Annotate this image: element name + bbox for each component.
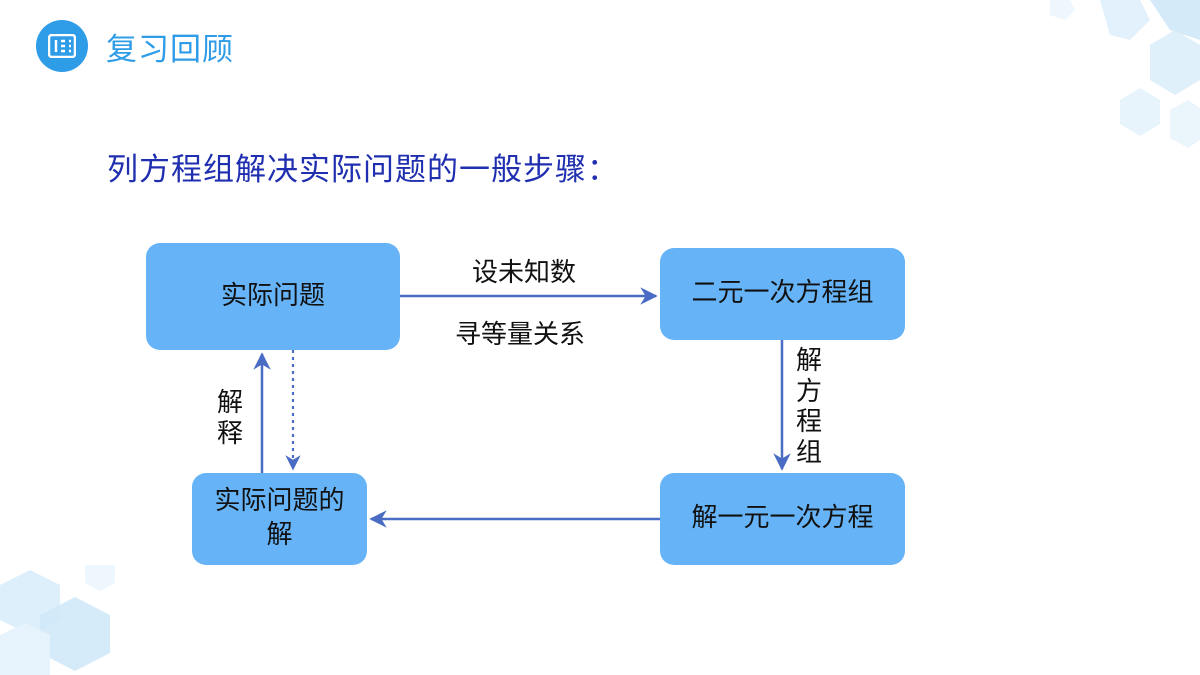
edge-label-interpret: 解释: [216, 388, 243, 449]
hexagon-decoration-bottom-left: [0, 565, 115, 675]
edge-label-find-relation: 寻等量关系: [455, 320, 586, 350]
edge-label-set-unknowns: 设未知数: [472, 258, 577, 288]
page-title: 复习回顾: [106, 31, 234, 68]
edge-label-solve-system: 解方程组: [795, 346, 822, 469]
node-linear-equation: 解一元一次方程: [660, 473, 905, 565]
node-real-solution-label: 实际问题的解: [214, 486, 345, 550]
hexagon-decoration-top-right: [1050, 0, 1200, 148]
node-linear-system: 二元一次方程组: [660, 248, 905, 340]
steps-heading: 列方程组解决实际问题的一般步骤：: [107, 152, 619, 188]
node-real-problem: 实际问题: [146, 243, 400, 350]
node-real-solution: 实际问题的解: [192, 473, 367, 565]
section-header: 复习回顾: [36, 20, 234, 72]
list-icon: [36, 20, 88, 72]
